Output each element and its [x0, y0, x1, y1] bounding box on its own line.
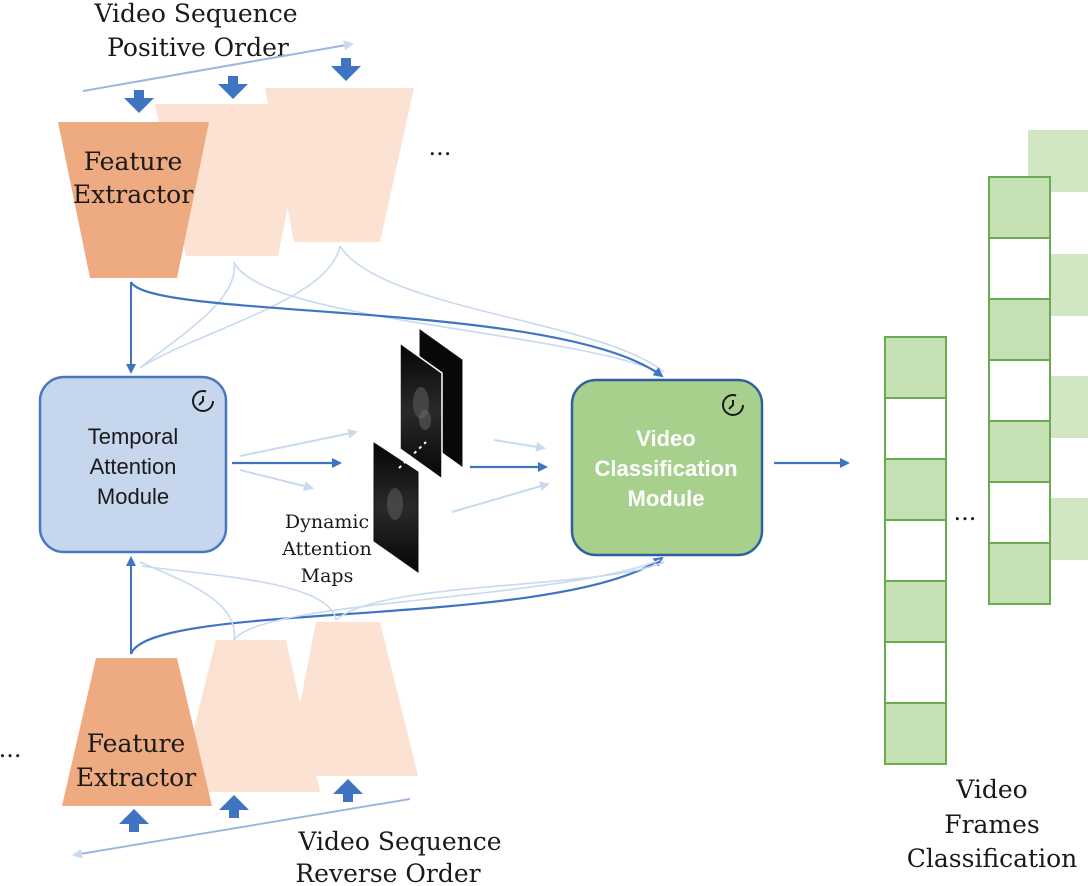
top-label-line2: Positive Order [107, 33, 289, 62]
frame-cell [884, 458, 947, 521]
reverse-order-arrow [72, 798, 411, 859]
frames-column-front [884, 336, 947, 765]
top-extractor-line1: Feature [84, 147, 183, 176]
input-arrow-b1 [119, 809, 149, 832]
classification-line2: Classification [594, 456, 737, 481]
input-arrow-1 [124, 90, 154, 113]
temporal-to-maps-faded-1 [239, 428, 358, 457]
bottom-faded-connectors [139, 559, 665, 641]
frame-cell [884, 580, 947, 643]
bottom-extractor-line2: Extractor [76, 763, 196, 792]
temporal-to-maps-faded-2 [239, 469, 314, 491]
frames-label-line3: Classification [907, 844, 1077, 873]
frame-cell [884, 702, 947, 765]
video-classification-module [570, 378, 764, 557]
bottom-input-arrows [119, 779, 363, 832]
positive-order-arrow [82, 40, 354, 92]
temporal-line2: Attention [90, 454, 177, 479]
input-arrow-b2 [219, 795, 249, 818]
bottom-extractor-faded-2 [286, 622, 418, 776]
input-arrow-b3 [333, 779, 363, 802]
maps-to-classification-faded-1 [493, 439, 546, 452]
maps-label-line2: Attention [281, 538, 372, 560]
classification-line1: Video [636, 426, 696, 451]
frames-label-line2: Frames [944, 810, 1040, 839]
dynamic-attention-maps [373, 329, 463, 573]
top-to-classification-arrow [130, 281, 664, 378]
temporal-line3: Module [97, 484, 169, 509]
bottom-label-line2: Reverse Order [295, 859, 480, 886]
clock-icon [192, 390, 214, 412]
temporal-attention-module [38, 375, 228, 554]
top-input-arrows [124, 58, 361, 113]
maps-to-classification-faded-2 [451, 481, 550, 513]
top-label-line1: Video Sequence [93, 0, 297, 28]
bottom-ellipsis: ... [0, 735, 21, 763]
frame-cell [884, 641, 947, 704]
classification-line3: Module [628, 486, 705, 511]
frame-cell [884, 397, 947, 460]
top-faded-connectors [139, 245, 665, 373]
clock-icon [722, 394, 744, 416]
frame-cell [884, 519, 947, 582]
frame-cell [884, 336, 947, 399]
input-arrow-3 [331, 58, 361, 81]
bottom-label-line1: Video Sequence [297, 827, 501, 856]
top-sequence-label: Video Sequence Positive Order [93, 0, 297, 62]
top-feature-extractor [58, 122, 209, 278]
top-ellipsis: ... [429, 133, 452, 161]
frames-label-line1: Video [955, 775, 1027, 804]
top-extractor-line2: Extractor [73, 180, 193, 209]
bottom-extractor-line1: Feature [87, 729, 186, 758]
bottom-feature-extractor [62, 658, 212, 806]
maps-label-line3: Maps [301, 565, 354, 587]
temporal-line1: Temporal [88, 424, 178, 449]
frames-ellipsis: ... [954, 498, 977, 526]
maps-label-line1: Dynamic [285, 511, 369, 533]
bottom-to-classification-arrow [129, 556, 664, 655]
input-arrow-2 [218, 76, 248, 99]
bottom-extractor-faded-1 [178, 640, 320, 792]
frames-column-middle [988, 176, 1051, 605]
